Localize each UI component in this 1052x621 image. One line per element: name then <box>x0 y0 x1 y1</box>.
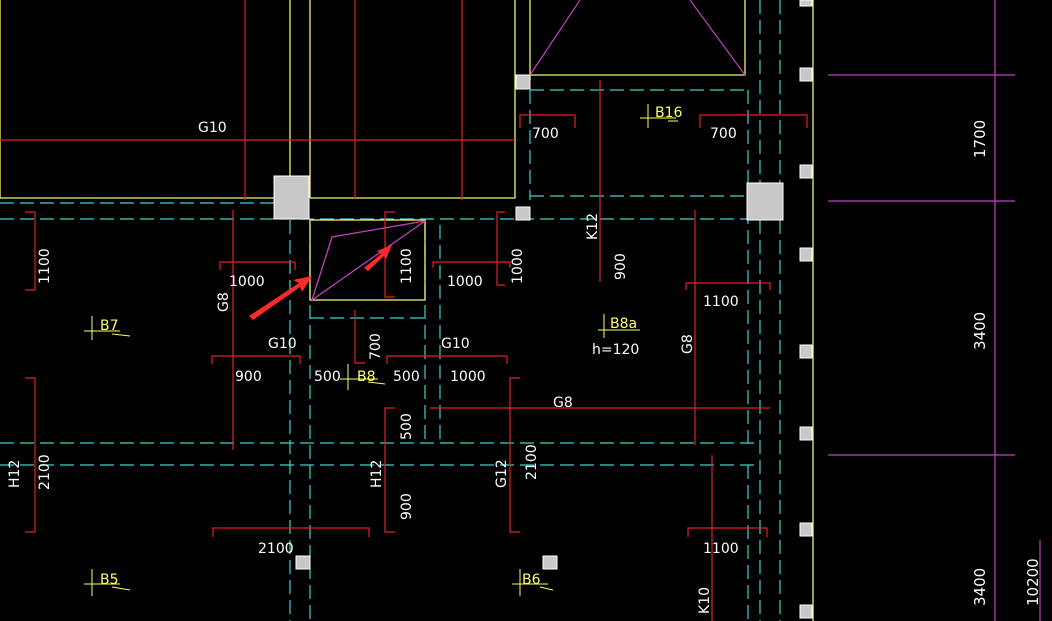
arrow-right <box>364 245 392 271</box>
len-1100-bottom: 1100 <box>703 541 739 557</box>
slab-b8: B8 <box>357 369 376 385</box>
len-500-c: 500 <box>399 413 415 440</box>
annotation-arrows <box>249 245 392 320</box>
slab-b7: B7 <box>100 318 119 334</box>
label-k10: K10 <box>697 587 713 614</box>
opening-outline <box>310 220 426 302</box>
len-1000-d: 1000 <box>450 369 486 385</box>
len-700-top2: 700 <box>710 126 737 142</box>
len-700-mid: 700 <box>368 333 384 360</box>
rebar-lines <box>0 0 808 621</box>
len-700-top1: 700 <box>532 126 559 142</box>
label-g10-mid-right: G10 <box>441 336 470 352</box>
slab-markers <box>84 104 678 596</box>
dim-1700: 1700 <box>971 120 989 158</box>
void-marker-top <box>529 0 746 76</box>
label-h12-left: H12 <box>7 460 23 488</box>
len-1100-opening: 1100 <box>399 248 415 284</box>
beam-edges <box>0 0 814 621</box>
label-g8-right: G8 <box>680 334 696 354</box>
dim-3400-b: 3400 <box>971 568 989 606</box>
dim-3400-a: 3400 <box>971 312 989 350</box>
columns <box>273 0 813 619</box>
label-h12-mid: H12 <box>369 460 385 488</box>
slab-b5: B5 <box>100 572 119 588</box>
len-900-k12: 900 <box>613 253 629 280</box>
dim-10200: 10200 <box>1024 558 1042 606</box>
len-500-b: 500 <box>393 369 420 385</box>
len-2100-mid: 2100 <box>524 444 540 480</box>
len-1000-b: 1000 <box>447 274 483 290</box>
len-900-a: 900 <box>235 369 262 385</box>
len-1100-left: 1100 <box>37 248 53 284</box>
len-2100-bottom: 2100 <box>258 541 294 557</box>
label-g10-top: G10 <box>198 120 227 136</box>
label-g8-left: G8 <box>216 292 232 312</box>
label-g8-center: G8 <box>553 395 573 411</box>
axis-lines <box>0 0 781 621</box>
len-1100-right: 1100 <box>703 294 739 310</box>
slab-b16: B16 <box>655 105 683 121</box>
len-900-b: 900 <box>399 493 415 520</box>
slab-b6: B6 <box>522 572 541 588</box>
len-2100-left: 2100 <box>37 454 53 490</box>
label-k12: K12 <box>585 213 601 240</box>
len-500-a: 500 <box>314 369 341 385</box>
len-1000-c: 1000 <box>510 248 526 284</box>
label-g10-mid-left: G10 <box>268 336 297 352</box>
arrow-left <box>249 276 312 320</box>
slab-b8a: B8a <box>610 316 637 332</box>
dimension-lines <box>828 0 1041 621</box>
slab-b8a-thickness: h=120 <box>592 342 639 358</box>
label-g12: G12 <box>494 459 510 488</box>
len-1000-a: 1000 <box>229 274 265 290</box>
